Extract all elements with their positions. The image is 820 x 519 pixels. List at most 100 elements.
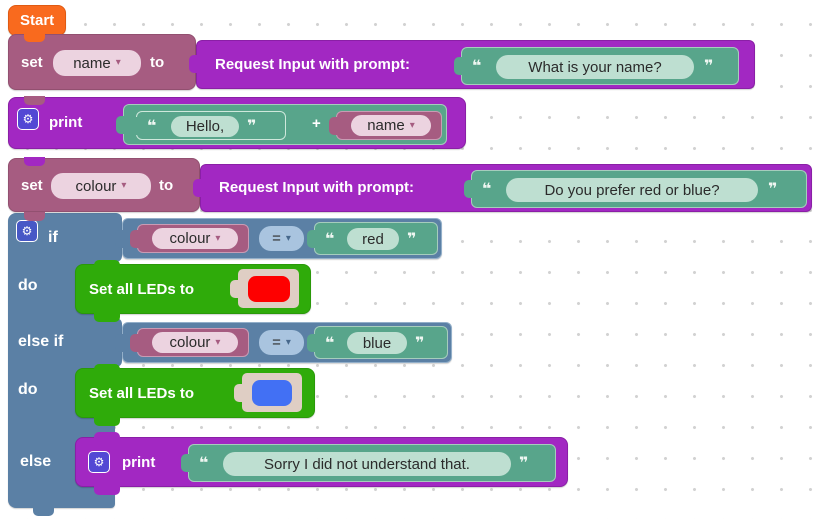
if-label: if [48,229,58,246]
string-block-hello[interactable]: ❝ Hello, ❞ [129,111,286,140]
string-field-what-name[interactable]: What is your name? [496,55,694,79]
value-connector-tab [230,280,239,298]
concat-block[interactable]: ❝ Hello, ❞ + name ▾ [116,104,447,145]
close-quote-icon: ❞ [415,333,425,352]
string-field-blue-value: blue [362,334,392,352]
colour-slot-1 [230,269,299,308]
set-leds-blue-block[interactable]: Set all LEDs to [75,364,315,426]
operator-dropdown-2[interactable]: = ▾ [259,330,304,355]
request-input-block-2[interactable]: Request Input with prompt: ❝ Do you pref… [193,164,812,212]
variable-block-colour-1[interactable]: colour ▾ [130,224,249,253]
variable-block-colour-2[interactable]: colour ▾ [130,328,249,357]
variable-dropdown-name-2-value: name [367,117,405,134]
request-input-label-1: Request Input with prompt: [215,56,410,73]
print-hello-next-tab [24,157,45,166]
print-label: print [49,114,83,131]
value-connector-tab [454,57,464,75]
do-label-2: do [18,381,38,398]
print-hello-block[interactable]: ⚙ print ❝ Hello, ❞ + name ▾ [8,97,466,149]
dropdown-arrow-icon: ▾ [215,232,221,244]
value-connector-tab [464,180,474,198]
set-leds-red-block[interactable]: Set all LEDs to [75,260,311,322]
to-label: to [150,54,165,71]
print-mutator-gear-icon[interactable]: ⚙ [17,108,39,130]
value-connector-tab [130,230,140,248]
value-connector-tab [307,334,317,352]
value-connector-tab [115,230,125,248]
start-next-tab [24,33,45,42]
start-label: Start [20,12,55,29]
string-field-red-value: red [362,230,384,248]
statement-bottom-tab [94,417,120,426]
set-leds-label-1: Set all LEDs to [89,281,195,298]
variable-dropdown-colour-2-value: colour [169,334,211,351]
value-connector-tab [130,334,140,352]
value-connector-tab [189,55,199,73]
variable-dropdown-colour[interactable]: colour ▾ [51,173,151,199]
variable-dropdown-name-2[interactable]: name ▾ [351,115,431,136]
set-name-next-tab [24,96,45,105]
dropdown-arrow-icon: ▾ [409,119,415,131]
string-field-prefer[interactable]: Do you prefer red or blue? [506,178,758,202]
operator-dropdown-2-value: = [272,334,281,351]
print-mutator-gear-icon[interactable]: ⚙ [88,451,110,473]
string-block-prefer[interactable]: ❝ Do you prefer red or blue? ❞ [464,170,807,208]
set-name-block[interactable]: set name ▾ to [8,34,196,90]
string-field-hello-value: Hello, [185,118,225,135]
dropdown-arrow-icon: ▾ [285,336,291,348]
variable-dropdown-colour-1[interactable]: colour ▾ [152,228,238,249]
concat-operator: + [312,115,321,132]
value-connector-tab [181,454,191,472]
string-block-what-name[interactable]: ❝ What is your name? ❞ [454,47,739,85]
colour-swatch-red[interactable] [248,276,290,302]
if-block-next-tab [33,507,54,516]
request-input-label-2: Request Input with prompt: [219,179,414,196]
variable-block-name[interactable]: name ▾ [329,111,442,140]
set-label: set [21,177,43,194]
value-connector-tab [329,117,339,135]
if-mutator-gear-icon[interactable]: ⚙ [16,220,38,242]
statement-bottom-tab [94,313,120,322]
open-quote-icon: ❝ [147,116,157,135]
else-label: else [20,453,52,470]
open-quote-icon: ❝ [482,179,492,198]
if-row-bar[interactable] [75,213,122,262]
string-block-red[interactable]: ❝ red ❞ [307,222,438,255]
comparison-block-blue[interactable]: colour ▾ = ▾ ❝ blue ❞ [115,322,452,363]
variable-dropdown-name-value: name [73,54,111,72]
comparison-block-red[interactable]: colour ▾ = ▾ ❝ red ❞ [115,218,442,259]
else-if-label: else if [18,333,64,350]
set-colour-block[interactable]: set colour ▾ to [8,158,200,212]
string-block-blue[interactable]: ❝ blue ❞ [307,326,448,359]
close-quote-icon: ❞ [519,453,529,472]
string-field-red[interactable]: red [347,228,399,250]
variable-dropdown-colour-2[interactable]: colour ▾ [152,332,238,353]
open-quote-icon: ❝ [472,56,482,75]
operator-dropdown-1[interactable]: = ▾ [259,226,304,251]
start-block[interactable]: Start [8,5,66,36]
statement-top-notch [94,260,120,270]
operator-dropdown-1-value: = [272,230,281,247]
value-connector-tab [234,384,243,402]
dropdown-arrow-icon: ▾ [115,57,121,68]
string-field-hello[interactable]: Hello, [171,116,239,137]
close-quote-icon: ❞ [768,179,778,198]
variable-dropdown-name[interactable]: name ▾ [53,50,141,76]
variable-dropdown-colour-value: colour [75,177,117,195]
set-label: set [21,54,43,71]
value-connector-tab [115,334,125,352]
value-connector-tab [129,117,139,135]
string-field-sorry[interactable]: Sorry I did not understand that. [223,452,511,476]
request-input-block-1[interactable]: Request Input with prompt: ❝ What is you… [189,40,755,89]
elseif-row-bar[interactable] [75,318,122,367]
value-connector-tab [193,179,203,197]
string-block-sorry[interactable]: ❝ Sorry I did not understand that. ❞ [181,444,556,482]
string-field-sorry-value: Sorry I did not understand that. [264,455,470,473]
open-quote-icon: ❝ [325,333,335,352]
dropdown-arrow-icon: ▾ [215,336,221,348]
string-field-what-name-value: What is your name? [528,58,662,76]
print-sorry-block[interactable]: ⚙ print ❝ Sorry I did not understand tha… [75,432,568,495]
string-field-blue[interactable]: blue [347,332,407,354]
colour-swatch-blue[interactable] [252,380,292,406]
